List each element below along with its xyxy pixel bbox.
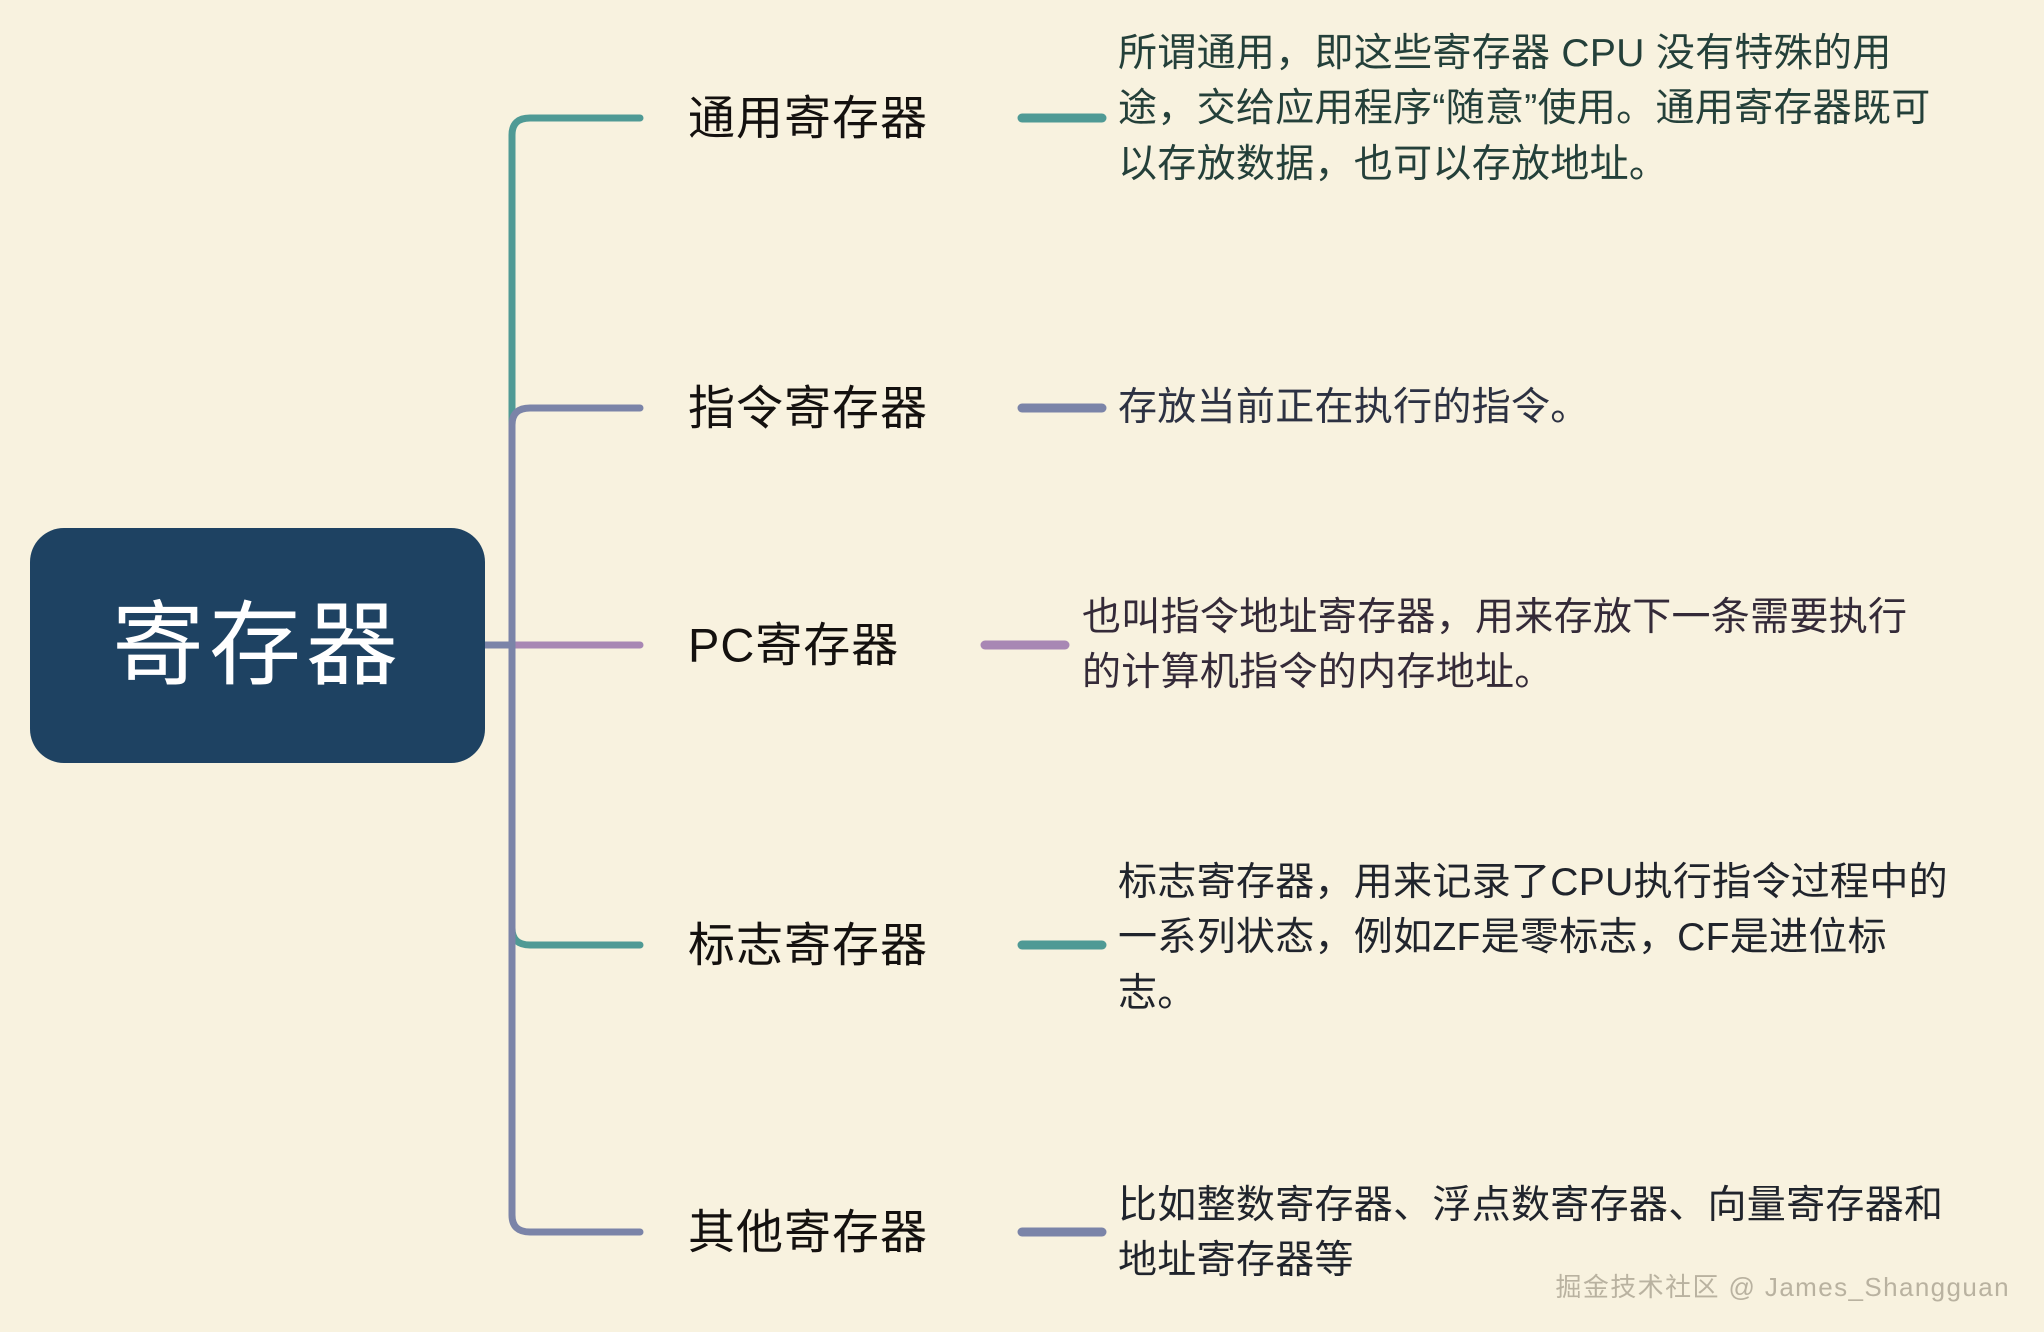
branch-label-general[interactable]: 通用寄存器 (688, 91, 928, 145)
wire-instruction (482, 404, 644, 649)
wire-other (482, 641, 644, 1236)
desc-line: 志。 (1118, 971, 1197, 1015)
desc-line: 途，交给应用程序“随意”使用。通用寄存器既可 (1118, 87, 1931, 131)
desc-line: 所谓通用，即这些寄存器 CPU 没有特殊的用 (1118, 32, 1892, 75)
desc-line: 的计算机指令的内存地址。 (1082, 651, 1554, 695)
wire-general (482, 114, 644, 649)
desc-line: 存放当前正在执行的指令。 (1118, 386, 1590, 429)
wire-flag (482, 641, 644, 949)
desc-line: 标志寄存器，用来记录了CPU执行指令过程中的 (1118, 861, 1948, 904)
desc-line: 一系列状态，例如ZF是零标志，CF是进位标 (1118, 916, 1887, 960)
branch-description-other: 比如整数寄存器、浮点数寄存器、向量寄存器和 地址寄存器等 (1118, 1178, 2018, 1289)
desc-line: 地址寄存器等 (1118, 1239, 1354, 1283)
branch-label-pc[interactable]: PC寄存器 (688, 618, 900, 672)
branch-description-flag: 标志寄存器，用来记录了CPU执行指令过程中的 一系列状态，例如ZF是零标志，CF… (1118, 855, 1998, 1021)
desc-line: 也叫指令地址寄存器，用来存放下一条需要执行 (1082, 596, 1908, 639)
branch-description-general: 所谓通用，即这些寄存器 CPU 没有特殊的用 途，交给应用程序“随意”使用。通用… (1118, 26, 1998, 192)
branch-label-instruction[interactable]: 指令寄存器 (688, 381, 928, 435)
root-node[interactable]: 寄存器 (30, 528, 485, 763)
branch-label-other[interactable]: 其他寄存器 (688, 1205, 928, 1259)
root-node-label: 寄存器 (111, 594, 403, 697)
branch-label-flag[interactable]: 标志寄存器 (688, 918, 928, 972)
watermark: 掘金技术社区 @ James_Shangguan (1555, 1272, 2010, 1302)
desc-line: 以存放数据，也可以存放地址。 (1118, 142, 1669, 186)
desc-line: 比如整数寄存器、浮点数寄存器、向量寄存器和 (1118, 1184, 1944, 1227)
branch-description-instruction: 存放当前正在执行的指令。 (1118, 380, 1998, 435)
branch-description-pc: 也叫指令地址寄存器，用来存放下一条需要执行 的计算机指令的内存地址。 (1082, 590, 2012, 701)
